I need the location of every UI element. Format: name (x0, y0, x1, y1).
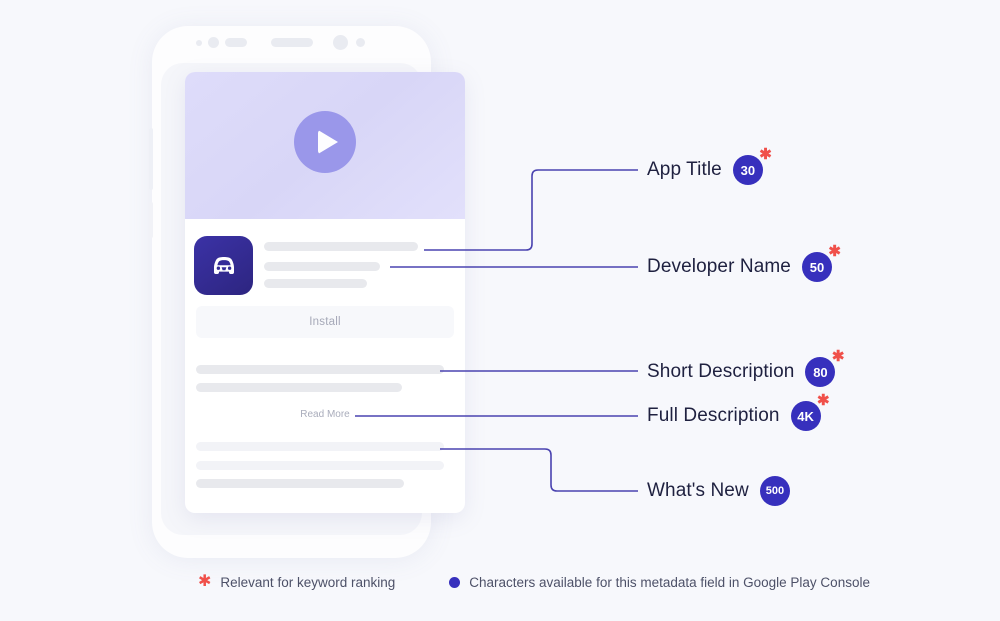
legend-label: Relevant for keyword ranking (220, 574, 396, 590)
sensor-dot-right-icon (356, 38, 365, 47)
phone-volume-button[interactable] (149, 128, 153, 190)
sensor-dot-small-icon (196, 40, 202, 46)
install-button-label: Install (309, 316, 341, 328)
install-button[interactable]: Install (196, 306, 454, 338)
keyword-relevance-star-icon: ✱ (831, 348, 845, 365)
front-camera-icon (333, 35, 348, 50)
badge-value: 500 (765, 485, 785, 497)
badge-value: 80 (813, 364, 828, 380)
play-button-icon[interactable] (294, 111, 356, 173)
earpiece-speaker-icon (271, 38, 313, 47)
character-count-badge: 50 ✱ (801, 244, 841, 282)
annotation-label: App Title (647, 159, 722, 180)
character-count-badge: 30 ✱ (732, 147, 772, 185)
sensor-pill-icon (225, 38, 247, 47)
connector-whats-new (440, 448, 638, 492)
annotation-developer-name: Developer Name 50 ✱ (647, 244, 841, 282)
badge-value: 50 (809, 259, 825, 275)
annotation-label: What's New (647, 480, 749, 501)
app-listing-card: Install Read More (185, 72, 465, 513)
short-description-line-1 (196, 365, 444, 374)
whats-new-line-1 (196, 442, 444, 451)
app-meta-placeholder (264, 279, 367, 288)
annotation-label: Developer Name (647, 256, 791, 277)
annotation-short-description: Short Description 80 ✱ (647, 349, 844, 387)
legend-item-character-count: Characters available for this metadata f… (449, 575, 870, 590)
badge-value: 4K (797, 408, 814, 424)
short-description-line-2 (196, 383, 402, 392)
badge-value: 30 (740, 162, 756, 178)
badge-dot-icon (449, 576, 461, 588)
legend: ✱ Relevant for keyword ranking Character… (198, 574, 870, 590)
keyword-relevance-star-icon: ✱ (828, 243, 841, 260)
legend-item-keyword-ranking: ✱ Relevant for keyword ranking (198, 574, 395, 590)
developer-name-placeholder (264, 262, 380, 271)
annotation-label: Full Description (647, 405, 780, 426)
phone-power-button[interactable] (149, 202, 153, 238)
character-count-badge: 4K ✱ (790, 393, 830, 431)
character-count-badge: 500 (759, 476, 791, 506)
phone-top-bezel (152, 26, 431, 64)
annotation-whats-new: What's New 500 (647, 476, 791, 506)
keyword-relevance-star-icon: ✱ (759, 146, 772, 163)
annotation-app-title: App Title 30 ✱ (647, 147, 772, 185)
character-count-badge: 80 ✱ (805, 349, 844, 387)
car-icon (194, 236, 253, 295)
app-title-placeholder (264, 242, 418, 251)
app-video-preview[interactable] (185, 72, 465, 219)
annotation-label: Short Description (647, 361, 795, 382)
read-more-link[interactable]: Read More (300, 409, 350, 420)
legend-label: Characters available for this metadata f… (469, 574, 870, 590)
asterisk-icon: ✱ (198, 573, 212, 590)
whats-new-line-2 (196, 461, 444, 470)
play-triangle-icon (317, 130, 338, 154)
annotation-full-description: Full Description 4K ✱ (647, 393, 830, 431)
keyword-relevance-star-icon: ✱ (816, 392, 830, 409)
sensor-dot-medium-icon (208, 37, 219, 48)
whats-new-line-3 (196, 479, 404, 488)
